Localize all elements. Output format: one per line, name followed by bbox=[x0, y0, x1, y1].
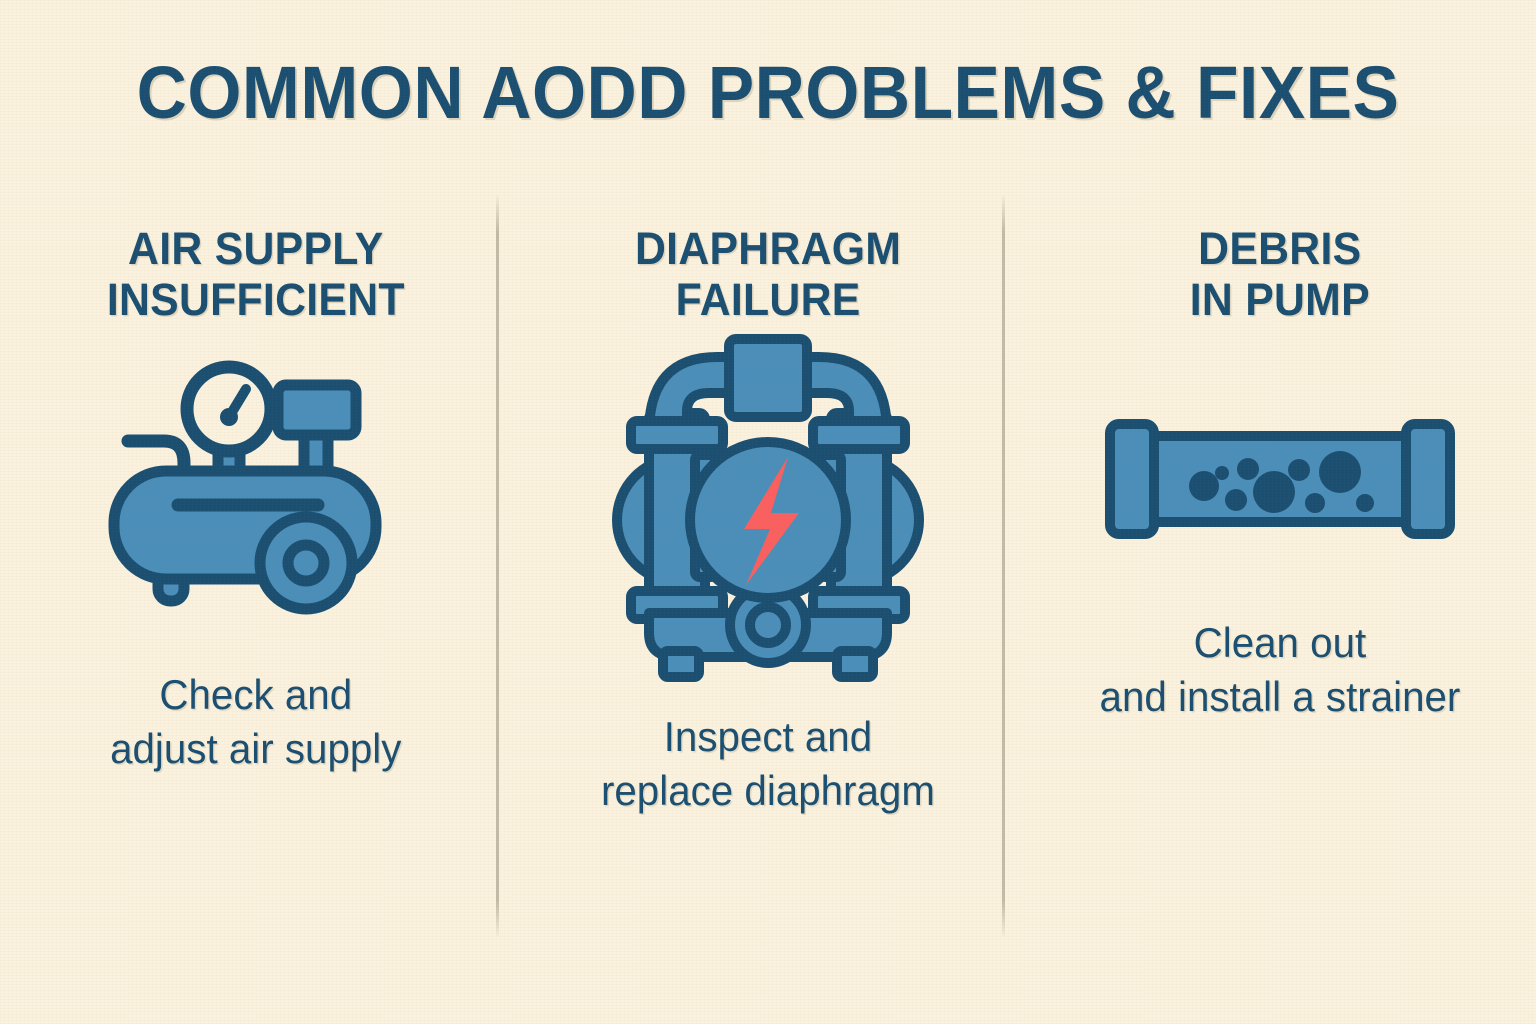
card-caption-line-2: adjust air supply bbox=[110, 725, 402, 773]
problem-card-diaphragm-failure: DIAPHRAGM FAILURE bbox=[512, 195, 1024, 955]
card-heading-line-2: INSUFFICIENT bbox=[107, 274, 405, 326]
problem-card-debris-in-pump: DEBRIS IN PUMP bbox=[1024, 195, 1536, 955]
card-heading-diaphragm: DIAPHRAGM FAILURE bbox=[635, 223, 901, 326]
card-caption-air-supply: Check and adjust air supply bbox=[110, 668, 401, 777]
card-heading-line-1: AIR SUPPLY bbox=[128, 223, 384, 274]
card-heading-line-1: DIAPHRAGM bbox=[634, 223, 902, 274]
card-heading-line-2: IN PUMP bbox=[1189, 274, 1371, 326]
card-heading-line-1: DEBRIS bbox=[1198, 223, 1362, 274]
air-compressor-icon bbox=[108, 360, 382, 615]
problem-card-air-supply-insufficient: AIR SUPPLY INSUFFICIENT bbox=[0, 195, 512, 955]
column-divider-1 bbox=[496, 195, 499, 937]
card-caption-debris: Clean out and install a strainer bbox=[1100, 616, 1461, 725]
problem-columns: AIR SUPPLY INSUFFICIENT bbox=[0, 195, 1536, 955]
card-caption-line-1: Check and bbox=[159, 670, 353, 718]
page-title: COMMON AODD PROBLEMS & FIXES bbox=[136, 51, 1400, 134]
card-caption-diaphragm: Inspect and replace diaphragm bbox=[601, 710, 935, 819]
card-caption-line-1: Inspect and bbox=[663, 712, 873, 760]
card-caption-line-2: and install a strainer bbox=[1099, 673, 1461, 721]
clogged-pipe-icon bbox=[1105, 418, 1455, 539]
aodd-pump-icon bbox=[612, 334, 924, 683]
icon-container-clogged-pipe bbox=[1096, 404, 1464, 554]
icon-container-aodd-pump bbox=[612, 332, 924, 684]
card-heading-air-supply: AIR SUPPLY INSUFFICIENT bbox=[107, 223, 405, 326]
column-divider-2 bbox=[1002, 195, 1005, 937]
card-caption-line-2: replace diaphragm bbox=[601, 767, 935, 815]
debris-particles bbox=[1189, 450, 1374, 513]
card-heading-debris: DEBRIS IN PUMP bbox=[1190, 223, 1370, 326]
card-heading-line-2: FAILURE bbox=[675, 274, 861, 326]
lightning-bolt-icon bbox=[744, 457, 799, 586]
card-caption-line-1: Clean out bbox=[1193, 618, 1367, 666]
icon-container-air-compressor bbox=[106, 354, 406, 624]
